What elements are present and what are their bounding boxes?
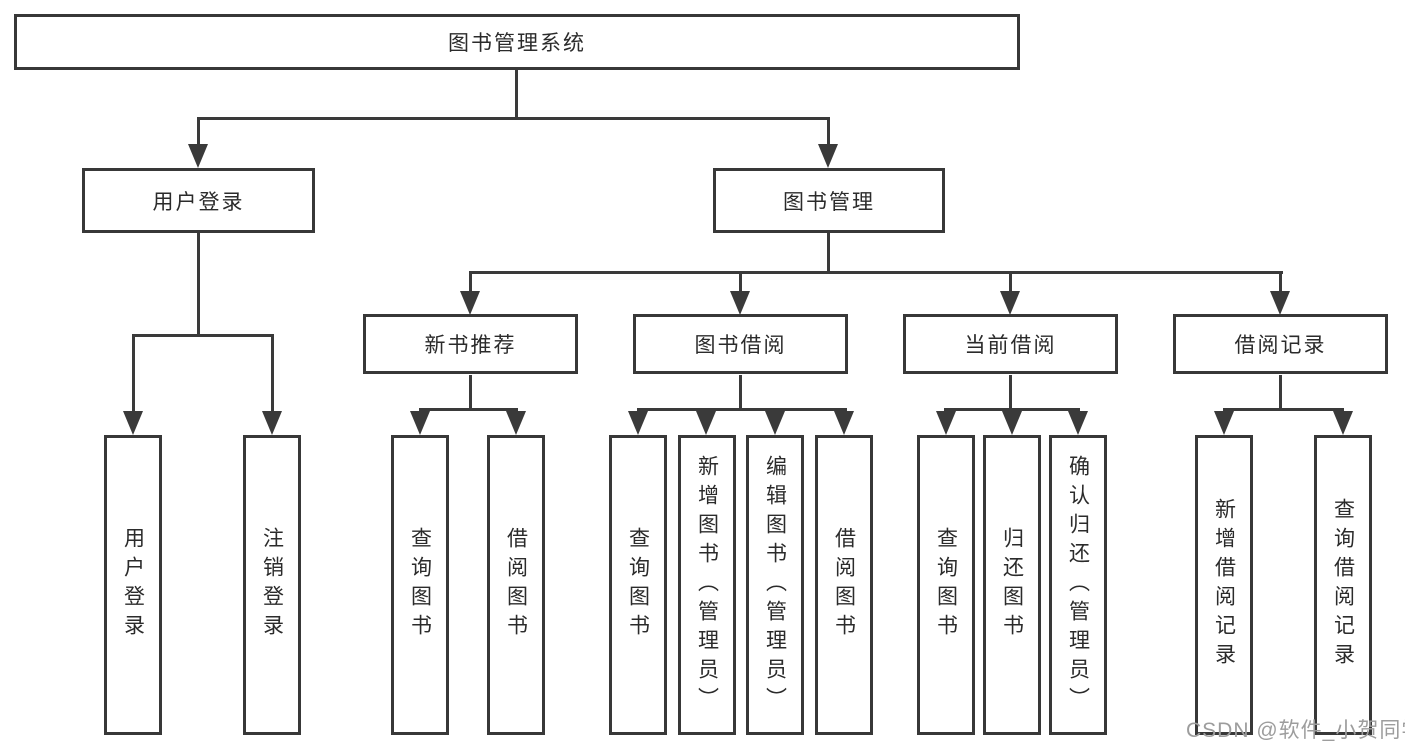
- node-label: 用户登录: [152, 190, 245, 214]
- node-label: 图书借阅: [694, 334, 787, 357]
- connector-line: [637, 408, 847, 411]
- node-label: 确认归还（管理员）: [1066, 454, 1090, 716]
- node-label: 借阅记录: [1234, 334, 1327, 357]
- connector-line: [1009, 271, 1012, 293]
- leaf-logout: 注销登录: [243, 435, 301, 735]
- arrow-down-icon: [1000, 291, 1020, 315]
- arrow-down-icon: [730, 291, 750, 315]
- arrow-down-icon: [696, 411, 716, 435]
- node-new-book-recommendation: 新书推荐: [363, 314, 578, 374]
- connector-line: [197, 117, 829, 120]
- node-label: 查询图书: [408, 527, 432, 643]
- node-label: 编辑图书（管理员）: [763, 454, 787, 716]
- arrow-down-icon: [1333, 411, 1353, 435]
- arrow-down-icon: [765, 411, 785, 435]
- connector-line: [827, 117, 830, 145]
- connector-line: [197, 233, 200, 337]
- node-library-system: 图书管理系统: [14, 14, 1020, 70]
- node-label: 查询图书: [934, 527, 958, 643]
- leaf-return-books: 归还图书: [983, 435, 1041, 735]
- leaf-add-borrow-record: 新增借阅记录: [1195, 435, 1253, 735]
- node-book-management: 图书管理: [713, 168, 945, 233]
- connector-line: [944, 408, 1080, 411]
- connector-line: [1279, 375, 1282, 411]
- node-user-login: 用户登录: [82, 168, 315, 233]
- connector-line: [739, 271, 742, 293]
- node-label: 查询借阅记录: [1331, 498, 1355, 672]
- arrow-down-icon: [936, 411, 956, 435]
- arrow-down-icon: [506, 411, 526, 435]
- connector-line: [1223, 408, 1344, 411]
- connector-line: [469, 375, 472, 411]
- csdn-watermark: CSDN @软件_小贺同学: [1186, 719, 1405, 742]
- connector-line: [1009, 375, 1012, 411]
- connector-line: [739, 375, 742, 411]
- connector-line: [469, 271, 1283, 274]
- node-label: 新书推荐: [424, 334, 517, 357]
- connector-line: [827, 233, 830, 274]
- leaf-confirm-return-admin: 确认归还（管理员）: [1049, 435, 1107, 735]
- arrow-down-icon: [460, 291, 480, 315]
- leaf-query-books-recommend: 查询图书: [391, 435, 449, 735]
- node-label: 注销登录: [260, 527, 284, 643]
- arrow-down-icon: [1270, 291, 1290, 315]
- node-label: 图书管理系统: [448, 32, 586, 55]
- arrow-down-icon: [1068, 411, 1088, 435]
- arrow-down-icon: [818, 144, 838, 168]
- node-label: 当前借阅: [964, 334, 1057, 357]
- connector-line: [419, 408, 518, 411]
- connector-line: [1279, 271, 1282, 293]
- leaf-query-borrow-record: 查询借阅记录: [1314, 435, 1372, 735]
- leaf-query-books-borrowing: 查询图书: [609, 435, 667, 735]
- leaf-borrow-books-recommend: 借阅图书: [487, 435, 545, 735]
- arrow-down-icon: [262, 411, 282, 435]
- connector-line: [132, 334, 274, 337]
- arrow-down-icon: [1214, 411, 1234, 435]
- node-label: 新增借阅记录: [1212, 498, 1236, 672]
- node-label: 借阅图书: [504, 527, 528, 643]
- connector-line: [271, 334, 274, 412]
- leaf-query-books-current: 查询图书: [917, 435, 975, 735]
- node-label: 借阅图书: [832, 527, 856, 643]
- node-label: 归还图书: [1000, 527, 1024, 643]
- node-book-borrowing: 图书借阅: [633, 314, 848, 374]
- node-current-borrowing: 当前借阅: [903, 314, 1118, 374]
- node-label: 查询图书: [626, 527, 650, 643]
- arrow-down-icon: [834, 411, 854, 435]
- arrow-down-icon: [628, 411, 648, 435]
- leaf-edit-book-admin: 编辑图书（管理员）: [746, 435, 804, 735]
- arrow-down-icon: [188, 144, 208, 168]
- leaf-borrow-books-borrowing: 借阅图书: [815, 435, 873, 735]
- leaf-user-login: 用户登录: [104, 435, 162, 735]
- connector-line: [197, 117, 200, 145]
- connector-line: [515, 70, 518, 118]
- node-borrowing-records: 借阅记录: [1173, 314, 1388, 374]
- node-label: 用户登录: [121, 527, 145, 643]
- leaf-add-book-admin: 新增图书（管理员）: [678, 435, 736, 735]
- arrow-down-icon: [1002, 411, 1022, 435]
- node-label: 图书管理: [783, 190, 875, 214]
- connector-line: [469, 271, 472, 293]
- arrow-down-icon: [410, 411, 430, 435]
- node-label: 新增图书（管理员）: [695, 454, 719, 716]
- arrow-down-icon: [123, 411, 143, 435]
- connector-line: [132, 334, 135, 412]
